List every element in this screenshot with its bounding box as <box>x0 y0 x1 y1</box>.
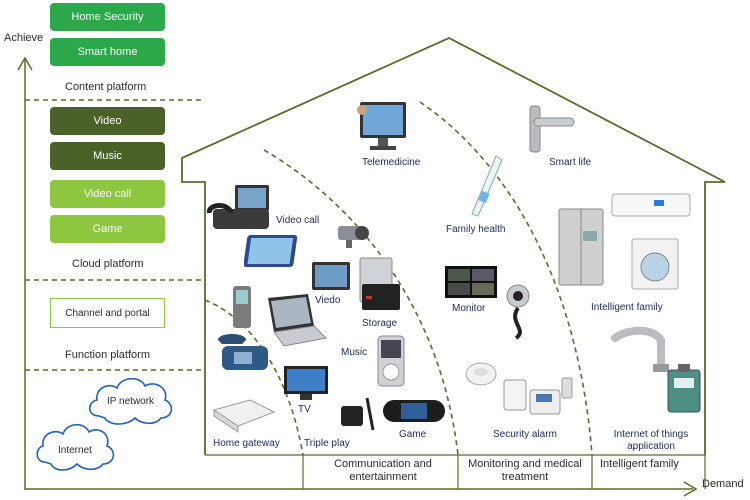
y-axis-label: Achieve <box>4 32 44 44</box>
internet-label: Internet <box>58 445 92 456</box>
function-platform-label: Function platform <box>65 349 150 361</box>
storage-label: Storage <box>362 318 398 329</box>
video-call-button[interactable]: Video call <box>50 180 165 208</box>
music-label: Music <box>341 347 368 358</box>
video-phone-icon <box>207 185 269 229</box>
tv-label: TV <box>298 404 311 415</box>
security-alarm-label: Security alarm <box>493 429 557 440</box>
smart-meter-icon <box>667 364 701 413</box>
security-alarm-icon <box>503 377 573 415</box>
music-button[interactable]: Music <box>50 142 165 170</box>
x-axis-label: Demand <box>702 478 744 490</box>
triple-play-device-icon <box>341 397 375 431</box>
home-gateway-icon <box>212 399 276 433</box>
tablet-icon <box>244 235 298 267</box>
internet-cloud-icon <box>36 423 115 471</box>
home-gateway-label: Home gateway <box>213 438 280 449</box>
thermometer-icon <box>471 155 503 217</box>
viedo-label: Viedo <box>315 295 341 306</box>
monitor-label: Monitor <box>452 303 486 314</box>
camera-icon <box>338 226 369 248</box>
home-security-button[interactable]: Home Security <box>50 3 165 31</box>
refrigerator-icon <box>558 208 604 286</box>
ip-network-label: IP network <box>107 396 155 407</box>
door-handle-icon <box>529 105 575 153</box>
smart-home-button[interactable]: Smart home <box>50 38 165 66</box>
axes <box>17 56 698 497</box>
house-outline <box>181 37 726 455</box>
category-band <box>205 454 706 489</box>
smart-faucet-icon <box>611 326 669 372</box>
tv-icon <box>284 366 328 400</box>
iot-application-label: Internet of things application <box>613 429 689 452</box>
ip-network-cloud-icon <box>88 377 173 425</box>
category-monitoring: Monitoring and medical treatment <box>468 458 582 483</box>
intelligent-family-label: Intelligent family <box>591 302 663 313</box>
game-label: Game <box>399 429 427 440</box>
smart-life-label: Smart life <box>549 157 592 168</box>
video-tablet-icon <box>312 262 350 290</box>
x-axis-arrow-icon <box>683 481 698 497</box>
category-intelligent-family: Intelligent family <box>600 458 679 470</box>
cloud-platform-label: Cloud platform <box>72 258 144 270</box>
mobile-phone-icon <box>233 286 251 328</box>
laptop-icon <box>268 294 328 347</box>
washing-machine-icon <box>631 238 679 290</box>
webcam-icon <box>506 284 530 340</box>
smoke-detector-icon <box>465 362 497 386</box>
video-button[interactable]: Video <box>50 107 165 135</box>
game-console-icon <box>383 400 445 422</box>
telemedicine-label: Telemedicine <box>362 157 421 168</box>
channel-and-portal-box[interactable]: Channel and portal <box>50 298 165 328</box>
category-communication: Communication and entertainment <box>334 458 432 483</box>
desk-phone-icon <box>218 334 268 370</box>
level-separators <box>25 99 205 371</box>
video-call-label: Video call <box>276 215 320 226</box>
y-axis-arrow-icon <box>17 56 33 71</box>
storage-icon <box>359 257 400 310</box>
family-health-label: Family health <box>446 224 506 235</box>
sector-curves <box>204 101 593 456</box>
telemedicine-monitor-icon <box>357 102 406 150</box>
content-platform-label: Content platform <box>65 81 147 93</box>
triple-play-label: Triple play <box>304 438 350 449</box>
music-player-icon <box>377 335 405 387</box>
surveillance-monitor-icon <box>445 266 497 298</box>
air-conditioner-icon <box>611 193 691 217</box>
game-button[interactable]: Game <box>50 215 165 243</box>
